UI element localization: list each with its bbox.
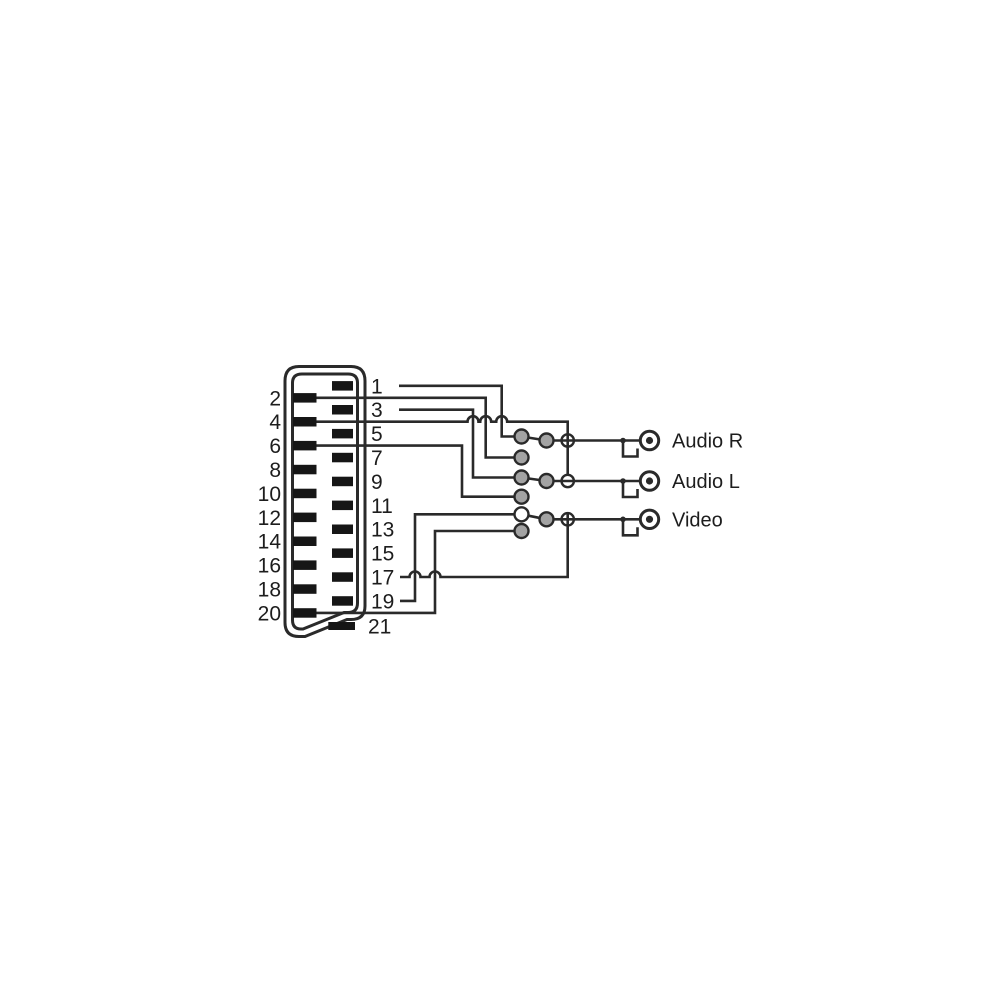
contact-pole-audio-r (538, 432, 555, 449)
wire-pin-2 (316, 396, 522, 459)
pin-label-8: 8 (269, 459, 281, 482)
pin-label-3: 3 (371, 399, 383, 422)
pin-label-4: 4 (269, 411, 281, 434)
scart-pins-left (293, 393, 317, 618)
rca-plug-tip (645, 477, 654, 485)
rca-jacks: Audio R Audio L Video (620, 429, 743, 537)
scart-pin-16 (293, 560, 317, 570)
scart-body-outer-outline (283, 365, 367, 638)
scart-pin-18 (293, 584, 317, 594)
scart-pin-11 (332, 500, 353, 511)
scart-pin-15 (332, 548, 353, 558)
rca-jack-video: Video (620, 508, 723, 537)
contact-pin-6 (513, 488, 530, 505)
scart-pins-right (328, 381, 355, 630)
rca-sleeve-bracket (621, 481, 639, 499)
contact-pole-video (538, 511, 555, 528)
rca-plug-tip (645, 515, 654, 523)
scart-pin-14 (293, 536, 317, 546)
wire-pin-17-ground (400, 512, 569, 579)
wire-pin-6 (316, 444, 522, 498)
pin-label-7: 7 (371, 447, 383, 470)
pin-label-15: 15 (371, 543, 394, 566)
pin-label-18: 18 (258, 579, 281, 602)
scart-connector: 2 4 6 8 10 12 14 16 18 20 1 3 5 7 9 11 1… (258, 365, 641, 639)
pin-label-19: 19 (371, 590, 394, 613)
pin-label-9: 9 (371, 471, 383, 494)
pin-label-6: 6 (269, 435, 281, 458)
label-video: Video (672, 509, 723, 531)
rca-plug-tip (645, 436, 654, 445)
pin-label-20: 20 (258, 602, 281, 625)
scart-pin-labels-right: 1 3 5 7 9 11 13 15 17 19 21 (368, 375, 394, 638)
switch-video (513, 506, 576, 540)
scart-pin-10 (293, 488, 317, 499)
wire-pin-1 (399, 384, 522, 438)
rca-sleeve-bracket (621, 519, 639, 537)
pin-label-16: 16 (258, 555, 281, 578)
rca-jack-audio-l: Audio L (620, 470, 740, 499)
scart-pin-labels-left: 2 4 6 8 10 12 14 16 18 20 (258, 387, 282, 625)
pin-label-5: 5 (371, 423, 383, 446)
switch-audio-r (513, 428, 576, 466)
junction-node-audio-r (560, 433, 576, 448)
pin-label-17: 17 (371, 567, 394, 590)
label-audio-r: Audio R (672, 431, 743, 453)
rca-jack-audio-r: Audio R (620, 429, 743, 458)
label-audio-l: Audio L (672, 471, 740, 493)
pin-label-12: 12 (258, 507, 281, 530)
pin-label-13: 13 (371, 519, 394, 542)
contact-pin-3 (513, 469, 530, 486)
pin-label-2: 2 (269, 387, 281, 410)
pin-label-21: 21 (368, 616, 391, 639)
wire-pin-20 (316, 529, 522, 615)
scart-pin-6 (293, 440, 317, 451)
scart-pin-20 (293, 608, 317, 618)
pin-label-10: 10 (258, 483, 281, 506)
wire-pin-19 (400, 513, 522, 603)
wire-pin-4-ground (316, 414, 569, 475)
contact-pin-19 (513, 506, 530, 523)
scart-pin-8 (293, 464, 317, 475)
switch-audio-l (513, 469, 576, 505)
scart-pin-4 (293, 417, 317, 427)
contact-pin-1 (513, 428, 530, 445)
pin-label-11: 11 (371, 495, 393, 518)
scart-pin-17 (332, 572, 353, 582)
scart-pin-9 (332, 476, 353, 487)
contact-pin-2 (513, 449, 530, 466)
scart-pin-5 (332, 428, 353, 439)
scart-pin-13 (332, 524, 353, 534)
junction-node-video (560, 511, 576, 527)
switch-contacts (513, 428, 576, 540)
scart-pin-1 (332, 381, 353, 391)
wire-pin-3 (399, 408, 522, 479)
scart-pin-3 (332, 405, 353, 415)
pin-label-14: 14 (258, 531, 282, 554)
scart-pin-2 (293, 393, 317, 403)
scart-pin-21 (328, 622, 355, 630)
contact-pin-20 (513, 522, 530, 540)
scart-pin-7 (332, 452, 353, 463)
scart-pin-19 (332, 596, 353, 606)
scart-body-inner-outline (291, 372, 359, 631)
scart-pin-12 (293, 512, 317, 523)
pin-label-1: 1 (371, 375, 383, 398)
junction-node-audio-l (560, 473, 576, 489)
rca-sleeve-bracket (621, 440, 639, 458)
contact-pole-audio-l (538, 472, 555, 490)
